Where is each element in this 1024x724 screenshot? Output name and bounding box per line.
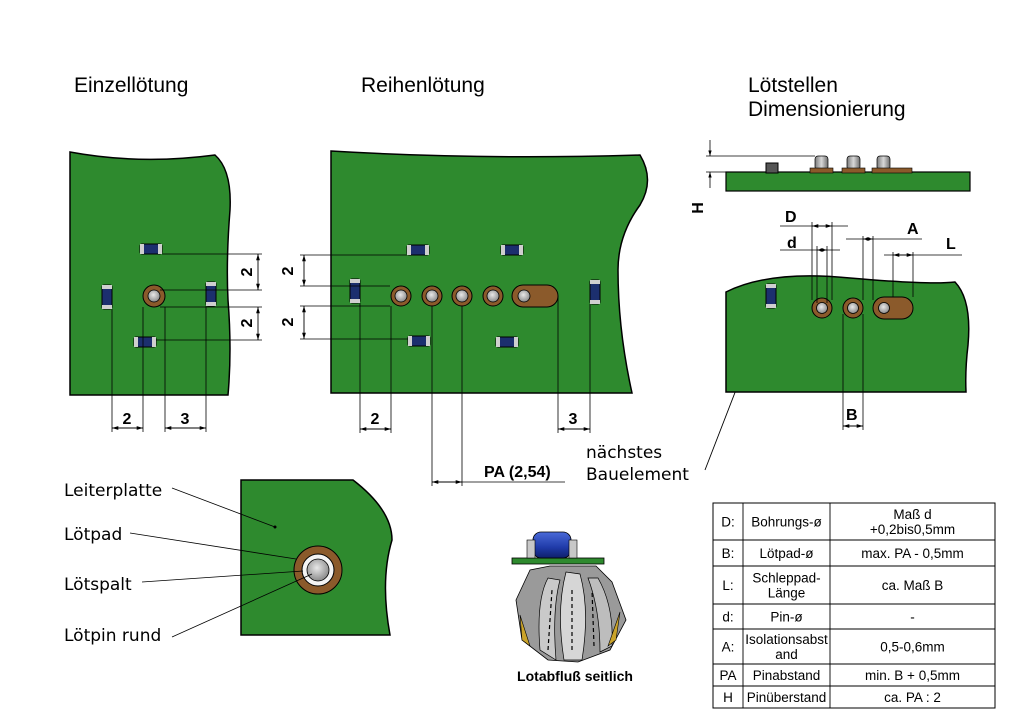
row-solder-panel: 2 2 2 3 PA (2,54)	[280, 150, 649, 486]
dim-L-label: L	[946, 236, 956, 253]
smd-component	[765, 283, 777, 309]
table-cell-value: ca. PA : 2	[884, 690, 941, 705]
dim-bottom-label: 2	[239, 318, 256, 327]
smd-component	[406, 244, 430, 256]
neighbor-label-line1: nächstes	[586, 443, 662, 463]
table-cell-symbol: B:	[722, 546, 735, 561]
table-cell-name: Pin-ø	[770, 610, 802, 625]
solder-joint-detail: Leiterplatte Lötpad Lötspalt Lötpin rund	[64, 479, 393, 646]
table-cell-value: 0,5-0,6mm	[880, 640, 945, 655]
title-single-soldering: Einzellötung	[74, 74, 188, 97]
smd-component	[500, 244, 524, 256]
dim-top-label: 2	[280, 266, 297, 275]
table-cell-name: Länge	[768, 586, 806, 601]
pin-stub	[841, 155, 866, 174]
pcb-side-view	[725, 171, 971, 192]
table-cell-symbol: d:	[722, 610, 733, 625]
dim-top-label: 2	[239, 267, 256, 276]
solder-pad	[451, 285, 473, 307]
table-cell-name: Lötpad-ø	[759, 546, 813, 561]
dim-d-label: d	[787, 235, 797, 252]
pcb-board	[69, 151, 231, 396]
label-solder-pad: Lötpad	[64, 525, 122, 545]
table-cell-name: Pinüberstand	[747, 690, 827, 705]
dim-right-label: 3	[181, 411, 190, 428]
neighbor-label-line2: Bauelement	[586, 465, 689, 485]
solder-pad	[421, 285, 443, 307]
dim-D-label: D	[785, 209, 797, 226]
drag-pad	[872, 296, 914, 320]
solder-pad	[482, 285, 504, 307]
smd-component	[101, 284, 113, 310]
drag-pad	[511, 284, 559, 308]
dim-left-label: 2	[123, 411, 132, 428]
table-cell-name: Schleppad-	[752, 571, 820, 586]
smd-component	[133, 336, 157, 348]
pcb-board	[330, 150, 649, 394]
table-cell-symbol: H	[723, 690, 733, 705]
table-cell-value: Maß d	[893, 507, 931, 522]
solder-pad	[142, 284, 166, 308]
table-cell-value: min. B + 0,5mm	[865, 668, 960, 683]
title-dimensioning-line1: Lötstellen	[748, 74, 838, 97]
table-cell-value: max. PA - 0,5mm	[861, 546, 964, 561]
smd-component	[205, 281, 217, 307]
dim-left-label: 2	[371, 411, 380, 428]
dim-B-label: B	[846, 407, 858, 424]
capacitor-body	[532, 531, 572, 559]
title-row-soldering: Reihenlötung	[361, 74, 485, 97]
table-cell-value: -	[910, 610, 915, 625]
dim-right-label: 3	[569, 411, 578, 428]
pitch-label: PA (2,54)	[484, 464, 551, 481]
smd-component	[139, 243, 163, 255]
table-cell-symbol: L:	[722, 578, 733, 593]
solder-pad	[842, 297, 864, 319]
label-circuit-board: Leiterplatte	[64, 481, 162, 501]
dimensioning-panel: H	[690, 140, 971, 430]
solder-pad	[811, 297, 833, 319]
table-cell-name: Bohrungs-ø	[751, 515, 822, 530]
single-solder-panel: 2 2 2 3	[69, 151, 262, 432]
dim-A-label: A	[907, 221, 919, 238]
flow-caption: Lotabfluß seitlich	[517, 668, 633, 684]
title-dimensioning-line2: Dimensionierung	[748, 98, 906, 121]
table-cell-name: Pinabstand	[753, 668, 821, 683]
table-cell-symbol: A:	[722, 640, 735, 655]
table-cell-value: ca. Maß B	[882, 578, 944, 593]
smd-component	[349, 278, 361, 304]
smd-component	[589, 279, 601, 305]
table-cell-name: Isolationsabst	[745, 632, 828, 647]
smd-component	[495, 336, 519, 348]
smd-component	[407, 335, 431, 347]
pcb-top-view	[725, 275, 970, 393]
table-cell-value: +0,2bis0,5mm	[870, 522, 955, 537]
table-cell-symbol: PA	[719, 668, 736, 683]
label-solder-pin: Lötpin rund	[64, 626, 161, 646]
pin-stub	[809, 155, 834, 174]
solder-pad	[390, 285, 412, 307]
table-cell-symbol: D:	[721, 515, 735, 530]
solder-flow-illustration: Lotabfluß seitlich	[511, 531, 633, 684]
dim-bottom-label: 2	[280, 317, 297, 326]
pin-stub	[871, 155, 913, 174]
dim-H-label: H	[690, 202, 707, 214]
label-solder-gap: Lötspalt	[64, 575, 132, 595]
table-cell-name: and	[775, 647, 798, 662]
